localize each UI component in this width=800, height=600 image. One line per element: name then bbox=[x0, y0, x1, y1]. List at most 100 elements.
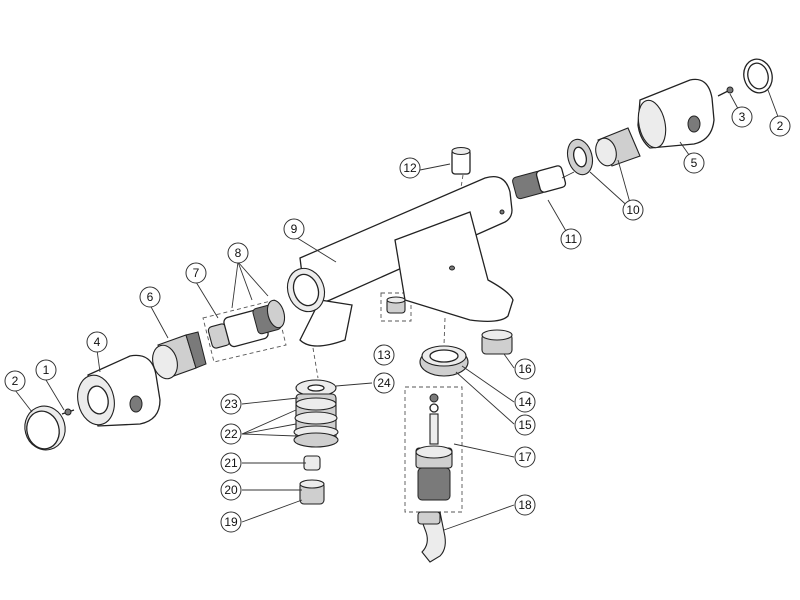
callout-label: 1 bbox=[43, 363, 50, 377]
callout-circle bbox=[399, 157, 421, 179]
cover-disc-left bbox=[24, 405, 66, 451]
callout-label: 6 bbox=[147, 290, 154, 304]
callout-label: 13 bbox=[377, 348, 391, 362]
callout-circle bbox=[220, 479, 242, 501]
cap-12 bbox=[451, 146, 471, 175]
callout-c16: 16 bbox=[514, 358, 536, 380]
axis-14 bbox=[443, 317, 446, 346]
body-22-23 bbox=[293, 393, 339, 448]
callout-label: 10 bbox=[626, 203, 640, 217]
callout-c17: 17 bbox=[514, 446, 536, 468]
callout-circle bbox=[220, 511, 242, 533]
nut-14 bbox=[419, 345, 469, 377]
callout-label: 8 bbox=[235, 246, 242, 260]
callout-c7: 7 bbox=[185, 262, 207, 284]
callout-circle bbox=[373, 372, 395, 394]
handle-4 bbox=[77, 354, 161, 427]
callout-circle bbox=[622, 199, 644, 221]
callout-label: 23 bbox=[224, 397, 238, 411]
box-7 bbox=[202, 299, 287, 363]
callout-label: 2 bbox=[777, 119, 784, 133]
callout-circle bbox=[227, 242, 249, 264]
callout-circle bbox=[220, 393, 242, 415]
callout-c2a: 2 bbox=[4, 370, 26, 392]
cartridge-11 bbox=[512, 165, 575, 200]
callout-c18: 18 bbox=[514, 494, 536, 516]
screw-3 bbox=[717, 86, 734, 97]
filter-21 bbox=[303, 455, 321, 471]
callout-label: 14 bbox=[518, 395, 532, 409]
callout-label: 20 bbox=[224, 483, 238, 497]
callout-circle bbox=[514, 446, 536, 468]
handle-5 bbox=[637, 78, 715, 149]
ring-20-19 bbox=[299, 479, 325, 505]
callout-label: 21 bbox=[224, 456, 238, 470]
ring-2-right bbox=[743, 58, 773, 94]
callout-c13: 13 bbox=[373, 344, 395, 366]
callout-label: 4 bbox=[94, 335, 101, 349]
callout-c14: 14 bbox=[514, 391, 536, 413]
axis-24 bbox=[312, 347, 319, 379]
callout-circle bbox=[35, 359, 57, 381]
adapter-10 bbox=[566, 127, 641, 176]
callout-c23: 23 bbox=[220, 393, 242, 415]
cartridge-7 bbox=[207, 299, 286, 349]
callout-circle bbox=[86, 331, 108, 353]
callout-c19: 19 bbox=[220, 511, 242, 533]
spout-18 bbox=[417, 511, 446, 563]
callout-c9: 9 bbox=[283, 218, 305, 240]
callout-c21: 21 bbox=[220, 452, 242, 474]
callout-circle bbox=[185, 262, 207, 284]
callout-label: 18 bbox=[518, 498, 532, 512]
callout-c10: 10 bbox=[622, 199, 644, 221]
callout-c1: 1 bbox=[35, 359, 57, 381]
callout-c8: 8 bbox=[227, 242, 249, 264]
screw-1 bbox=[61, 408, 75, 416]
callout-label: 19 bbox=[224, 515, 238, 529]
callout-circle bbox=[514, 414, 536, 436]
callout-c12: 12 bbox=[399, 157, 421, 179]
callout-circle bbox=[560, 228, 582, 250]
callout-c4: 4 bbox=[86, 331, 108, 353]
cartridge-17 bbox=[415, 393, 453, 501]
callout-c2b: 2 bbox=[769, 115, 791, 137]
valve-body bbox=[286, 175, 514, 347]
callout-circle bbox=[514, 494, 536, 516]
callout-label: 17 bbox=[518, 450, 532, 464]
adapter-6 bbox=[152, 331, 207, 380]
callout-c5: 5 bbox=[683, 152, 705, 174]
callout-circle bbox=[769, 115, 791, 137]
callout-c3: 3 bbox=[731, 106, 753, 128]
callout-c6: 6 bbox=[139, 286, 161, 308]
callout-label: 9 bbox=[291, 222, 298, 236]
callout-c11: 11 bbox=[560, 228, 582, 250]
callout-circle bbox=[514, 358, 536, 380]
callout-c20: 20 bbox=[220, 479, 242, 501]
callout-c22: 22 bbox=[220, 423, 242, 445]
callout-label: 5 bbox=[691, 156, 698, 170]
diverter-16 bbox=[481, 329, 513, 355]
callout-label: 22 bbox=[224, 427, 238, 441]
callout-label: 24 bbox=[377, 376, 391, 390]
box-17 bbox=[404, 386, 463, 513]
callout-label: 16 bbox=[518, 362, 532, 376]
callout-c24: 24 bbox=[373, 372, 395, 394]
callout-circle bbox=[139, 286, 161, 308]
callout-circle bbox=[514, 391, 536, 413]
callout-circle bbox=[731, 106, 753, 128]
callout-label: 15 bbox=[518, 418, 532, 432]
callout-c15: 15 bbox=[514, 414, 536, 436]
callout-label: 7 bbox=[193, 266, 200, 280]
callout-label: 12 bbox=[403, 161, 417, 175]
callout-circle bbox=[4, 370, 26, 392]
callout-label: 2 bbox=[12, 374, 19, 388]
callout-label: 11 bbox=[565, 232, 578, 246]
insert-13 bbox=[386, 296, 406, 314]
callout-circle bbox=[373, 344, 395, 366]
callout-circle bbox=[283, 218, 305, 240]
callout-label: 3 bbox=[739, 110, 746, 124]
box-13 bbox=[380, 292, 412, 322]
